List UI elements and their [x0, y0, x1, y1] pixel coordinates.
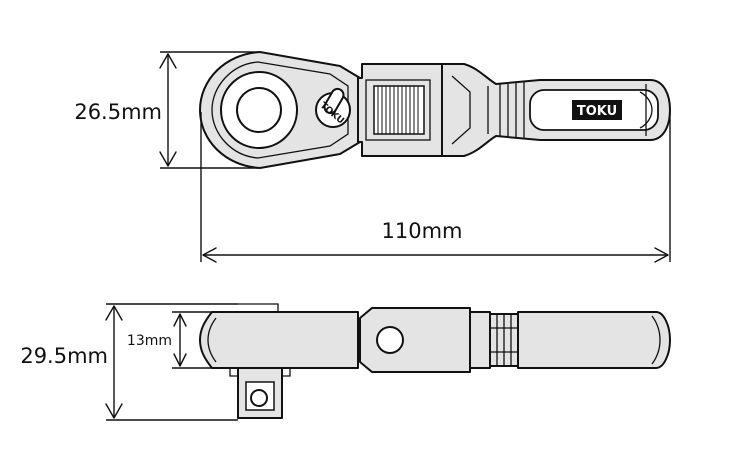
handle-logo-text: TOKU: [577, 104, 617, 119]
dim-inner-height: [172, 311, 212, 369]
dim-height-top-label: 26.5mm: [74, 100, 162, 124]
drive-ring-inner: [236, 87, 282, 133]
side-view: 29.5mm 13mm: [20, 303, 671, 421]
dim-height-side: [105, 303, 238, 421]
side-grip: [469, 311, 519, 369]
dim-height-side-label: 29.5mm: [20, 344, 108, 368]
hinge-pin: [376, 326, 404, 354]
dim-length-label: 110mm: [382, 219, 463, 243]
dim-height-top: [159, 51, 258, 169]
gear-teeth: [377, 86, 419, 134]
side-body: [199, 311, 359, 369]
dim-length: [200, 112, 671, 263]
handle-grooves: [487, 82, 525, 138]
side-handle-end: [517, 311, 671, 369]
dim-inner-height-label: 13mm: [127, 333, 172, 349]
top-view: TOKU TOKU 26.5m: [74, 51, 671, 263]
